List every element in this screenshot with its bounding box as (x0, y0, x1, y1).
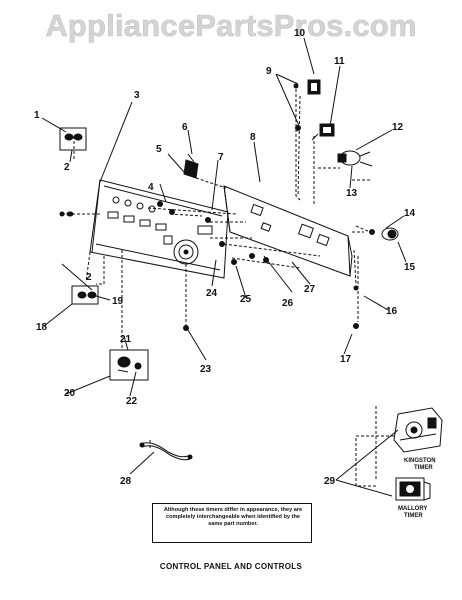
part-20-switch-assembly (109, 349, 149, 381)
part-1-bracket (59, 127, 87, 151)
diagram-caption: CONTROL PANEL AND CONTROLS (159, 562, 303, 571)
part-28-wire-harness (139, 442, 193, 461)
callout-18: 18 (36, 322, 48, 333)
part-10-indicator (307, 79, 321, 95)
callout-23: 23 (200, 364, 212, 375)
callout-15: 15 (404, 262, 416, 273)
control-panel-console (89, 179, 229, 279)
callout-5: 5 (156, 144, 162, 155)
callout-3: 3 (134, 90, 140, 101)
callout-9: 9 (266, 66, 272, 77)
note-text: Although these timers differ in appearan… (163, 507, 303, 528)
callout-19: 19 (112, 296, 124, 307)
kingston-timer (393, 407, 443, 453)
callout-2a: 2 (64, 162, 70, 173)
callout-1: 1 (34, 110, 40, 121)
callout-27: 27 (304, 284, 316, 295)
mallory-timer (395, 477, 431, 501)
callout-labels: 1 2 3 4 5 6 7 8 9 10 11 12 13 14 15 16 1… (34, 28, 416, 487)
kingston-label-line1: KINGSTON (404, 458, 436, 464)
part-11-switch (311, 123, 335, 141)
callout-20: 20 (64, 388, 76, 399)
part-12-selector (337, 150, 373, 167)
callout-26: 26 (282, 298, 294, 309)
callout-13: 13 (346, 188, 358, 199)
callout-28: 28 (120, 476, 132, 487)
note-box (152, 503, 312, 543)
part-15-knob (369, 227, 399, 241)
callout-17: 17 (340, 354, 352, 365)
rear-panel (223, 185, 353, 277)
screws (157, 83, 359, 331)
callout-16: 16 (386, 306, 398, 317)
callout-25: 25 (240, 294, 252, 305)
callout-24: 24 (206, 288, 218, 299)
callout-29: 29 (324, 476, 336, 487)
mallory-label-line1: MALLORY (398, 506, 427, 512)
callout-6: 6 (182, 122, 188, 133)
callout-7: 7 (218, 152, 224, 163)
part-18-switch-assembly (71, 285, 99, 305)
callout-12: 12 (392, 122, 404, 133)
timer-labels: KINGSTON TIMER MALLORY TIMER (398, 458, 436, 519)
kingston-label-line2: TIMER (414, 465, 433, 471)
mallory-label-line2: TIMER (404, 513, 423, 519)
part-2-clip-left (59, 211, 74, 217)
callout-22: 22 (126, 396, 138, 407)
callout-11: 11 (334, 56, 345, 67)
part-6-switch (183, 153, 199, 179)
callout-21: 21 (120, 334, 132, 345)
callout-10: 10 (294, 28, 306, 39)
callout-14: 14 (404, 208, 416, 219)
callout-2b: 2 (86, 272, 92, 283)
watermark-text: AppliancePartsPros.com (45, 8, 417, 44)
callout-4: 4 (148, 182, 154, 193)
callout-8: 8 (250, 132, 256, 143)
